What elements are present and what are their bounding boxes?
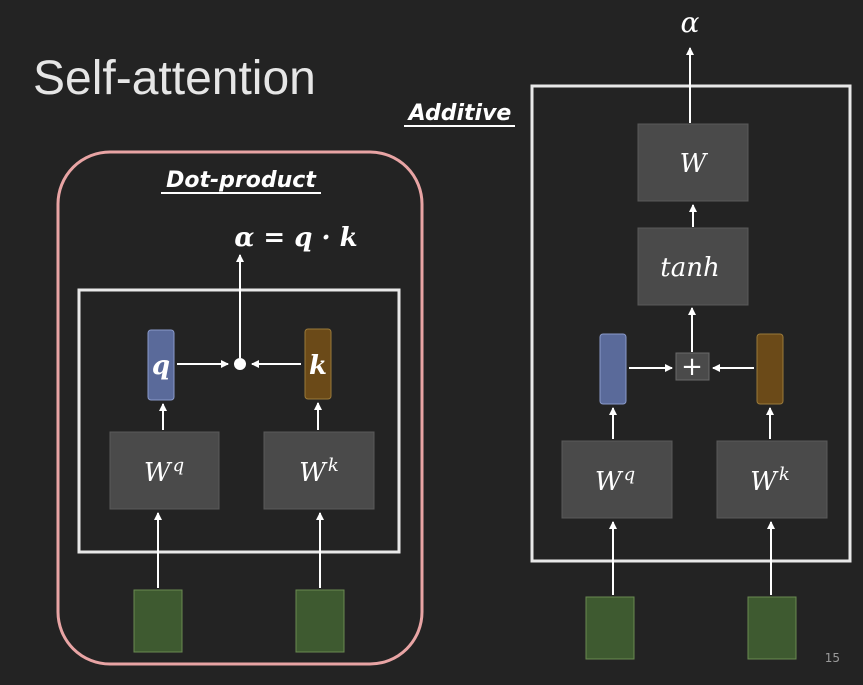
additive-input-left [585,596,635,660]
dot-product-input-right [295,589,345,653]
dot-product-formula: α = q · k [234,223,357,253]
additive-key-vector [756,333,784,405]
w-label: W [680,149,709,179]
additive-label: Additive [407,101,512,126]
additive-query-vector [599,333,627,405]
slide-title: Self-attention [33,52,316,105]
dot-product-label: Dot-product [166,168,317,193]
plus-operator [675,352,710,381]
plus-symbol: + [681,352,703,382]
additive-wq-box [561,440,673,519]
dot-product-input-left [133,589,183,653]
dot-product-panel [56,150,424,666]
wk-box [263,431,375,510]
tanh-label: tanh [660,253,719,283]
query-vector [147,329,175,401]
wq-box [109,431,220,510]
dot-operator [234,358,246,370]
key-symbol: k [309,351,327,381]
additive-input-right [747,596,797,660]
tanh-box [637,227,749,306]
additive-output-symbol: α [681,6,700,39]
query-symbol: q [152,351,170,381]
additive-wk-box [716,440,828,519]
key-vector [304,328,332,400]
page-number: 15 [825,651,840,665]
w-box [637,123,749,202]
